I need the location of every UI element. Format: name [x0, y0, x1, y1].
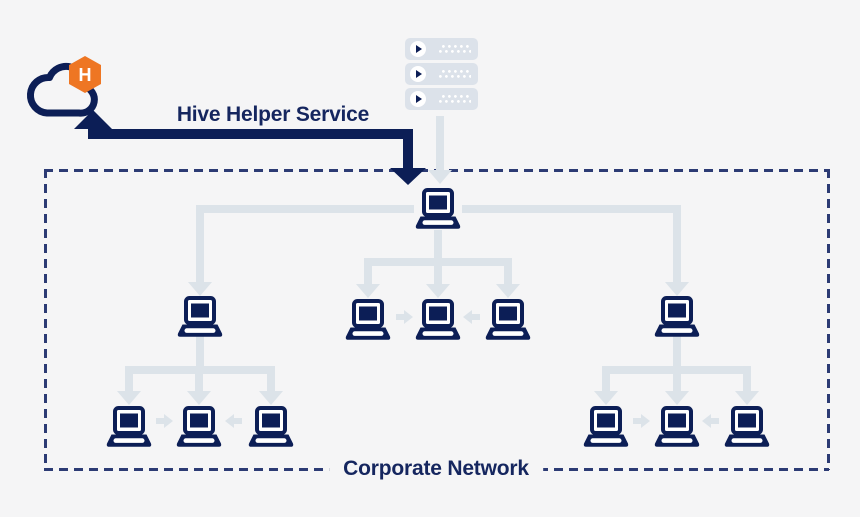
arrow-down-icon [594, 391, 618, 405]
cloud-outline [27, 62, 98, 117]
laptop-node-mid-right [484, 299, 532, 341]
arrow-right-icon [633, 414, 650, 428]
connector-line [602, 366, 610, 392]
arrow-down-icon [117, 391, 141, 405]
connector-line [196, 205, 414, 213]
laptop-node-bottom-right-2 [653, 406, 701, 448]
arrow-down-icon [259, 391, 283, 405]
connector-line [462, 205, 681, 213]
laptop-node-bottom-left-3 [247, 406, 295, 448]
laptop-node-bottom-left-1 [105, 406, 153, 448]
server-row [405, 63, 478, 85]
server-dots [439, 94, 471, 104]
arrow-down-icon [428, 170, 452, 184]
server-dots [439, 69, 471, 79]
laptop-node-branch-left [176, 296, 224, 338]
connector-line [673, 205, 681, 283]
connector-line [434, 258, 442, 285]
arrow-right-icon [156, 414, 173, 428]
connector-line [743, 366, 751, 392]
arrow-down-icon [665, 282, 689, 296]
server-row [405, 38, 478, 60]
arrow-down-icon [356, 284, 380, 298]
arrow-down-icon [187, 391, 211, 405]
play-icon [410, 66, 426, 82]
play-icon [410, 91, 426, 107]
arrow-down-icon [390, 168, 426, 185]
arrow-left-icon [702, 414, 719, 428]
laptop-node-mid-left [344, 299, 392, 341]
arrow-down-icon [426, 284, 450, 298]
connector-line [196, 205, 204, 283]
server-stack-icon [405, 38, 478, 113]
arrow-down-icon [188, 282, 212, 296]
connector-line [673, 336, 681, 372]
border-right [827, 169, 830, 470]
laptop-node-bottom-left-2 [175, 406, 223, 448]
laptop-node-bottom-right-1 [582, 406, 630, 448]
laptop-node-bottom-right-3 [723, 406, 771, 448]
hive-helper-service-label: Hive Helper Service [176, 103, 370, 126]
play-icon [410, 41, 426, 57]
connector-line [364, 258, 372, 285]
hive-cloud-icon: H [27, 56, 101, 117]
connector-line [434, 230, 442, 264]
arrow-down-icon [665, 391, 689, 405]
laptop-node-root [414, 188, 462, 230]
laptop-node-mid-center [414, 299, 462, 341]
server-row [405, 88, 478, 110]
connector-line [673, 366, 681, 392]
arrow-right-icon [396, 310, 413, 324]
arrow-shaft [403, 133, 413, 169]
corporate-network-label: Corporate Network [329, 457, 543, 481]
connector-line [436, 116, 444, 170]
hive-hex-badge [69, 56, 101, 93]
connector-line [267, 366, 275, 392]
hive-hex-letter: H [79, 65, 92, 85]
connector-line [196, 336, 204, 372]
arrow-left-icon [463, 310, 480, 324]
arrow-left-icon [225, 414, 242, 428]
connector-line [504, 258, 512, 285]
connector-line [195, 366, 203, 392]
connector-line [125, 366, 133, 392]
border-left [44, 169, 47, 470]
arrow-shaft [88, 129, 413, 139]
arrow-down-icon [496, 284, 520, 298]
arrow-down-icon [735, 391, 759, 405]
laptop-node-branch-right [653, 296, 701, 338]
server-dots [439, 44, 471, 54]
